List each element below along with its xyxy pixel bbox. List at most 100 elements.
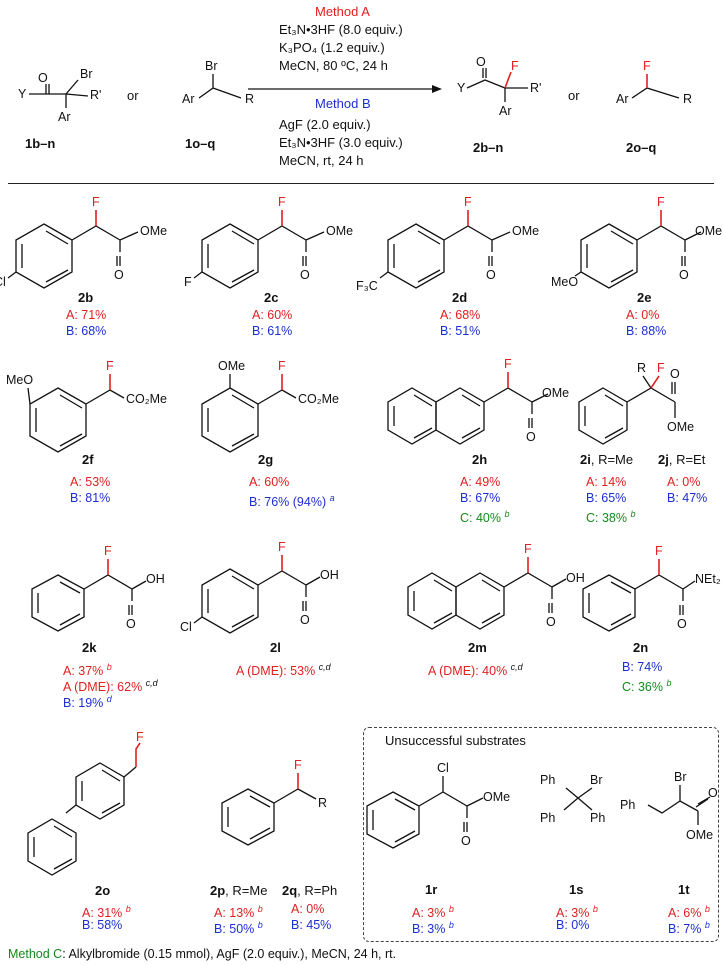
structure-1t: Ph Br O OMe xyxy=(620,770,718,842)
svg-text:O: O xyxy=(476,55,486,69)
structure-1r: Cl OMe O xyxy=(366,761,510,849)
svg-text:Br: Br xyxy=(205,59,218,73)
structure-2e: F OMe O MeO xyxy=(551,195,722,289)
svg-text:Y: Y xyxy=(457,81,466,95)
result-1r-a: A: 3% b xyxy=(412,904,454,921)
svg-text:Ar: Ar xyxy=(616,92,629,106)
svg-text:Ar: Ar xyxy=(182,92,195,106)
result-2f-a: A: 53% xyxy=(70,475,111,489)
svg-text:F: F xyxy=(643,59,651,73)
svg-text:F: F xyxy=(504,357,512,371)
method-a-line2: K₃PO₄ (1.2 equiv.) xyxy=(279,40,385,55)
svg-text:O: O xyxy=(114,268,124,282)
structure-2h: F OMe O xyxy=(387,357,569,445)
svg-text:O: O xyxy=(300,613,310,627)
svg-text:F: F xyxy=(278,540,286,554)
unsuccessful-title: Unsuccessful substrates xyxy=(385,733,526,748)
footnote-text: : Alkylbromide (0.15 mmol), AgF (2.0 equ… xyxy=(62,947,397,961)
svg-text:F: F xyxy=(136,730,144,744)
result-2e-b: B: 88% xyxy=(626,324,667,338)
svg-text:Ar: Ar xyxy=(499,104,512,118)
svg-text:Br: Br xyxy=(674,770,687,784)
result-2o-b: B: 58% xyxy=(82,918,123,932)
label-2c: 2c xyxy=(264,290,279,305)
svg-text:F: F xyxy=(655,544,663,558)
result-2b-b: B: 68% xyxy=(66,324,107,338)
svg-text:OMe: OMe xyxy=(667,420,694,434)
result-2g-b: B: 76% (94%) a xyxy=(249,493,335,510)
svg-text:O: O xyxy=(679,268,689,282)
svg-text:F: F xyxy=(511,59,519,73)
svg-text:O: O xyxy=(300,268,310,282)
label-2n: 2n xyxy=(633,640,649,655)
structure-2m: F OH O xyxy=(407,542,585,630)
label-2b: 2b xyxy=(78,290,94,305)
label-2p: 2p, R=Me xyxy=(210,883,268,898)
svg-text:OMe: OMe xyxy=(512,224,539,238)
start2-label: 1o–q xyxy=(185,136,216,151)
svg-text:OH: OH xyxy=(320,568,339,582)
svg-text:Y: Y xyxy=(18,87,27,101)
svg-text:F: F xyxy=(464,195,472,209)
result-2p-b: B: 50% b xyxy=(214,920,263,937)
svg-text:R': R' xyxy=(90,88,101,102)
result-2h-b: B: 67% xyxy=(460,491,501,505)
structure-2p-2q: F R xyxy=(221,758,327,846)
svg-text:F: F xyxy=(278,195,286,209)
label-2g: 2g xyxy=(258,452,274,467)
result-1r-b: B: 3% b xyxy=(412,920,454,937)
svg-text:F: F xyxy=(524,542,532,556)
svg-text:R: R xyxy=(683,92,692,106)
result-2m-dme: A (DME): 40% c,d xyxy=(428,662,523,679)
svg-text:O: O xyxy=(708,786,718,800)
svg-text:F: F xyxy=(106,359,114,373)
svg-text:OMe: OMe xyxy=(686,828,713,842)
label-2e: 2e xyxy=(637,290,652,305)
svg-text:Cl: Cl xyxy=(437,761,449,775)
result-2n-c: C: 36% b xyxy=(622,678,672,695)
svg-text:O: O xyxy=(670,367,680,381)
structure-2i-2j: R F O OMe xyxy=(578,361,694,445)
result-2e-a: A: 0% xyxy=(626,308,660,322)
result-2j-a: A: 0% xyxy=(667,475,701,489)
result-2f-b: B: 81% xyxy=(70,491,111,505)
method-b-line3: MeCN, rt, 24 h xyxy=(279,153,364,168)
method-a-title: Method A xyxy=(315,4,370,19)
svg-text:F: F xyxy=(278,359,286,373)
result-1s-b: B: 0% xyxy=(556,918,590,932)
result-2g-a: A: 60% xyxy=(249,475,290,489)
svg-text:NEt₂: NEt₂ xyxy=(695,572,721,586)
result-2d-a: A: 68% xyxy=(440,308,481,322)
svg-text:Ph: Ph xyxy=(620,798,635,812)
label-2j: 2j, R=Et xyxy=(658,452,706,467)
result-2d-b: B: 51% xyxy=(440,324,481,338)
result-1t-a: A: 6% b xyxy=(668,904,710,921)
svg-text:Ph: Ph xyxy=(540,811,555,825)
label-1t: 1t xyxy=(678,882,690,897)
label-2k: 2k xyxy=(82,640,97,655)
method-a-line3: MeCN, 80 ºC, 24 h xyxy=(279,58,388,73)
svg-text:CO₂Me: CO₂Me xyxy=(298,392,339,406)
structure-2c: F OMe O F xyxy=(184,195,353,289)
label-2i: 2i, R=Me xyxy=(580,452,634,467)
result-1t-b: B: 7% b xyxy=(668,920,710,937)
svg-text:O: O xyxy=(677,617,687,631)
divider xyxy=(8,183,714,184)
start1-label: 1b–n xyxy=(25,136,56,151)
structure-2d: F OMe O F₃C xyxy=(356,195,539,293)
result-2c-b: B: 61% xyxy=(252,324,293,338)
result-2j-b: B: 47% xyxy=(667,491,708,505)
svg-text:OMe: OMe xyxy=(483,790,510,804)
svg-text:R: R xyxy=(318,796,327,810)
svg-text:F: F xyxy=(92,195,100,209)
label-2d: 2d xyxy=(452,290,468,305)
svg-text:Cl: Cl xyxy=(180,620,192,634)
svg-text:O: O xyxy=(486,268,496,282)
result-2h-a: A: 49% xyxy=(460,475,501,489)
svg-text:OMe: OMe xyxy=(695,224,722,238)
structure-2b: F OMe O Cl xyxy=(0,195,167,289)
svg-text:O: O xyxy=(526,430,536,444)
label-2h: 2h xyxy=(472,452,488,467)
structure-2o: F xyxy=(27,730,144,876)
result-2q-b: B: 45% xyxy=(291,918,332,932)
